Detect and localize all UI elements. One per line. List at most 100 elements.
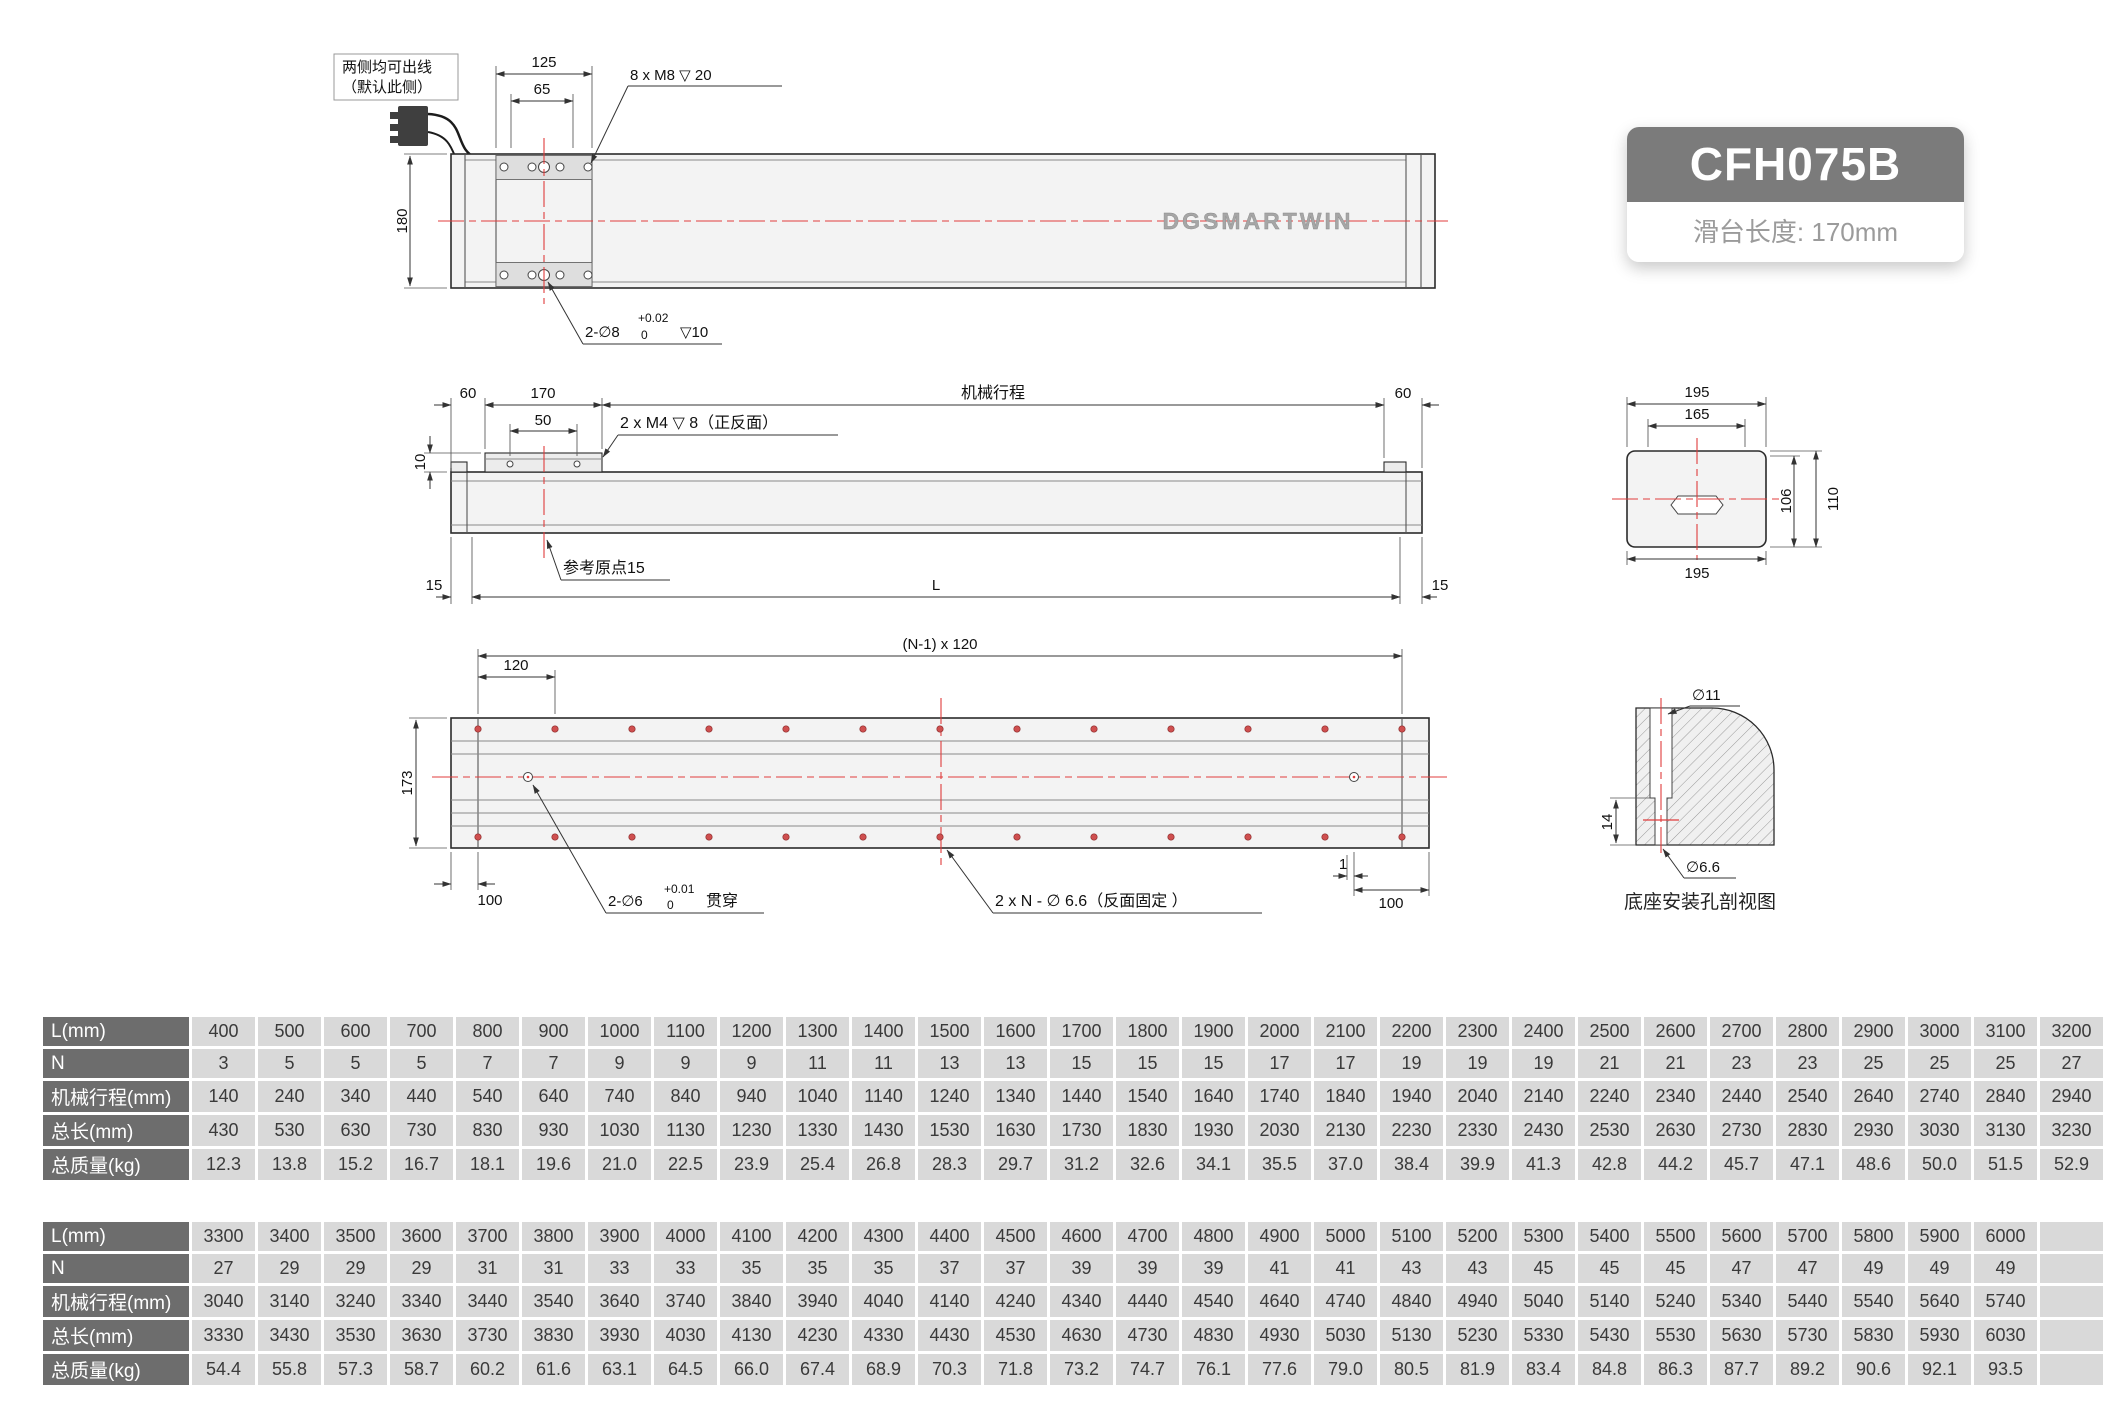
spec-cell: 93.5 bbox=[1974, 1354, 2037, 1385]
spec-cell: 48.6 bbox=[1842, 1149, 1905, 1180]
spec-cell: 2830 bbox=[1776, 1115, 1839, 1146]
spec-cell: 2230 bbox=[1380, 1115, 1443, 1146]
spec-cell: 2730 bbox=[1710, 1115, 1773, 1146]
spec-cell: 7 bbox=[522, 1049, 585, 1078]
spec-cell: 3430 bbox=[258, 1320, 321, 1351]
mount-hole bbox=[1321, 833, 1329, 841]
spec-cell: 11 bbox=[786, 1049, 849, 1078]
spec-cell: 4540 bbox=[1182, 1286, 1245, 1317]
detail-dimensions: ∅11 14 ∅6.6 bbox=[1599, 687, 1740, 879]
spec-cell: 3900 bbox=[588, 1222, 651, 1251]
spec-cell bbox=[2040, 1254, 2103, 1283]
spec-cell: 3340 bbox=[390, 1286, 453, 1317]
spec-cell: 400 bbox=[192, 1017, 255, 1046]
spec-cell: 5330 bbox=[1512, 1320, 1575, 1351]
spec-cell: 25 bbox=[1974, 1049, 2037, 1078]
spec-cell: 44.2 bbox=[1644, 1149, 1707, 1180]
spec-cell: 2630 bbox=[1644, 1115, 1707, 1146]
spec-cell: 5200 bbox=[1446, 1222, 1509, 1251]
spec-cell: 1930 bbox=[1182, 1115, 1245, 1146]
spec-cell: 52.9 bbox=[2040, 1149, 2103, 1180]
spec-cell: 5030 bbox=[1314, 1320, 1377, 1351]
mount-hole-detail-view: ∅11 14 ∅6.6 底座安装孔剖视图 bbox=[1599, 687, 1776, 913]
spec-cell: 17 bbox=[1314, 1049, 1377, 1078]
spec-cell: 55.8 bbox=[258, 1354, 321, 1385]
spec-cell: 58.7 bbox=[390, 1354, 453, 1385]
spec-cell: 9 bbox=[654, 1049, 717, 1078]
spec-cell: 4530 bbox=[984, 1320, 1047, 1351]
actuator-body-side bbox=[450, 471, 1423, 534]
spec-cell: 3140 bbox=[258, 1286, 321, 1317]
spec-cell: 5740 bbox=[1974, 1286, 2037, 1317]
spec-row-header: 机械行程(mm) bbox=[43, 1081, 189, 1112]
dim-195-bottom: 195 bbox=[1684, 565, 1709, 582]
spec-cell: 28.3 bbox=[918, 1149, 981, 1180]
spec-cell: 5700 bbox=[1776, 1222, 1839, 1251]
pin-tol-upper: +0.02 bbox=[638, 311, 669, 325]
spec-cell: 700 bbox=[390, 1017, 453, 1046]
spec-cell: 3840 bbox=[720, 1286, 783, 1317]
spec-cell: 68.9 bbox=[852, 1354, 915, 1385]
spec-cell bbox=[2040, 1222, 2103, 1251]
mount-holes-callout: 2 x N - ∅ 6.6（反面固定 ） bbox=[995, 892, 1188, 910]
spec-cell: 45 bbox=[1644, 1254, 1707, 1283]
spec-cell: 18.1 bbox=[456, 1149, 519, 1180]
mount-hole bbox=[1244, 725, 1252, 733]
spec-cell: 4700 bbox=[1116, 1222, 1179, 1251]
dim-60-left: 60 bbox=[460, 385, 477, 402]
spec-cell: 23.9 bbox=[720, 1149, 783, 1180]
detail-caption: 底座安装孔剖视图 bbox=[1624, 891, 1776, 913]
spec-cell: 800 bbox=[456, 1017, 519, 1046]
spec-cell: 43 bbox=[1380, 1254, 1443, 1283]
spec-cell: 5830 bbox=[1842, 1320, 1905, 1351]
spec-cell: 39 bbox=[1116, 1254, 1179, 1283]
spec-cell: 4500 bbox=[984, 1222, 1047, 1251]
spec-cell: 2840 bbox=[1974, 1081, 2037, 1112]
spec-cell: 21 bbox=[1578, 1049, 1641, 1078]
spec-cell: 4040 bbox=[852, 1286, 915, 1317]
spec-cell: 1030 bbox=[588, 1115, 651, 1146]
spec-cell: 5530 bbox=[1644, 1320, 1707, 1351]
mount-hole bbox=[859, 725, 867, 733]
spec-cell: 1940 bbox=[1380, 1081, 1443, 1112]
cable-note-box bbox=[333, 53, 459, 101]
dim-100-right: 100 bbox=[1378, 895, 1403, 912]
spec-cell: 4030 bbox=[654, 1320, 717, 1351]
dim-195-top: 195 bbox=[1684, 384, 1709, 401]
spec-cell: 2040 bbox=[1446, 1081, 1509, 1112]
mount-hole bbox=[859, 833, 867, 841]
spec-cell: 5230 bbox=[1446, 1320, 1509, 1351]
spec-cell: 1240 bbox=[918, 1081, 981, 1112]
spec-cell: 1800 bbox=[1116, 1017, 1179, 1046]
spec-cell: 49 bbox=[1974, 1254, 2037, 1283]
spec-cell: 2030 bbox=[1248, 1115, 1311, 1146]
spec-cell: 4300 bbox=[852, 1222, 915, 1251]
spec-cell: 6000 bbox=[1974, 1222, 2037, 1251]
spec-cell: 37 bbox=[984, 1254, 1047, 1283]
dim-50: 50 bbox=[535, 412, 552, 429]
spec-cell: 67.4 bbox=[786, 1354, 849, 1385]
mount-hole bbox=[936, 833, 944, 841]
spec-cell: 2200 bbox=[1380, 1017, 1443, 1046]
spec-cell: 33 bbox=[588, 1254, 651, 1283]
spec-cell: 3830 bbox=[522, 1320, 585, 1351]
spec-cell: 4340 bbox=[1050, 1286, 1113, 1317]
top-view-dimensions: 125 65 8 x M8 ▽ 20 180 +0.02 2-∅8 0 ▽10 bbox=[394, 54, 782, 345]
spec-row-header: 机械行程(mm) bbox=[43, 1286, 189, 1317]
spec-cell: 70.3 bbox=[918, 1354, 981, 1385]
product-badge: CFH075B 滑台长度: 170mm bbox=[1627, 127, 1964, 262]
mount-hole bbox=[1398, 833, 1406, 841]
spec-cell: 2300 bbox=[1446, 1017, 1509, 1046]
spec-cell: 60.2 bbox=[456, 1354, 519, 1385]
dim-60-right: 60 bbox=[1395, 385, 1412, 402]
spec-cell: 4730 bbox=[1116, 1320, 1179, 1351]
spec-cell: 2240 bbox=[1578, 1081, 1641, 1112]
spec-cell: 16.7 bbox=[390, 1149, 453, 1180]
spec-cell: 500 bbox=[258, 1017, 321, 1046]
spec-cell: 540 bbox=[456, 1081, 519, 1112]
spec-cell: 5730 bbox=[1776, 1320, 1839, 1351]
spec-cell: 3730 bbox=[456, 1320, 519, 1351]
spec-cell: 42.8 bbox=[1578, 1149, 1641, 1180]
